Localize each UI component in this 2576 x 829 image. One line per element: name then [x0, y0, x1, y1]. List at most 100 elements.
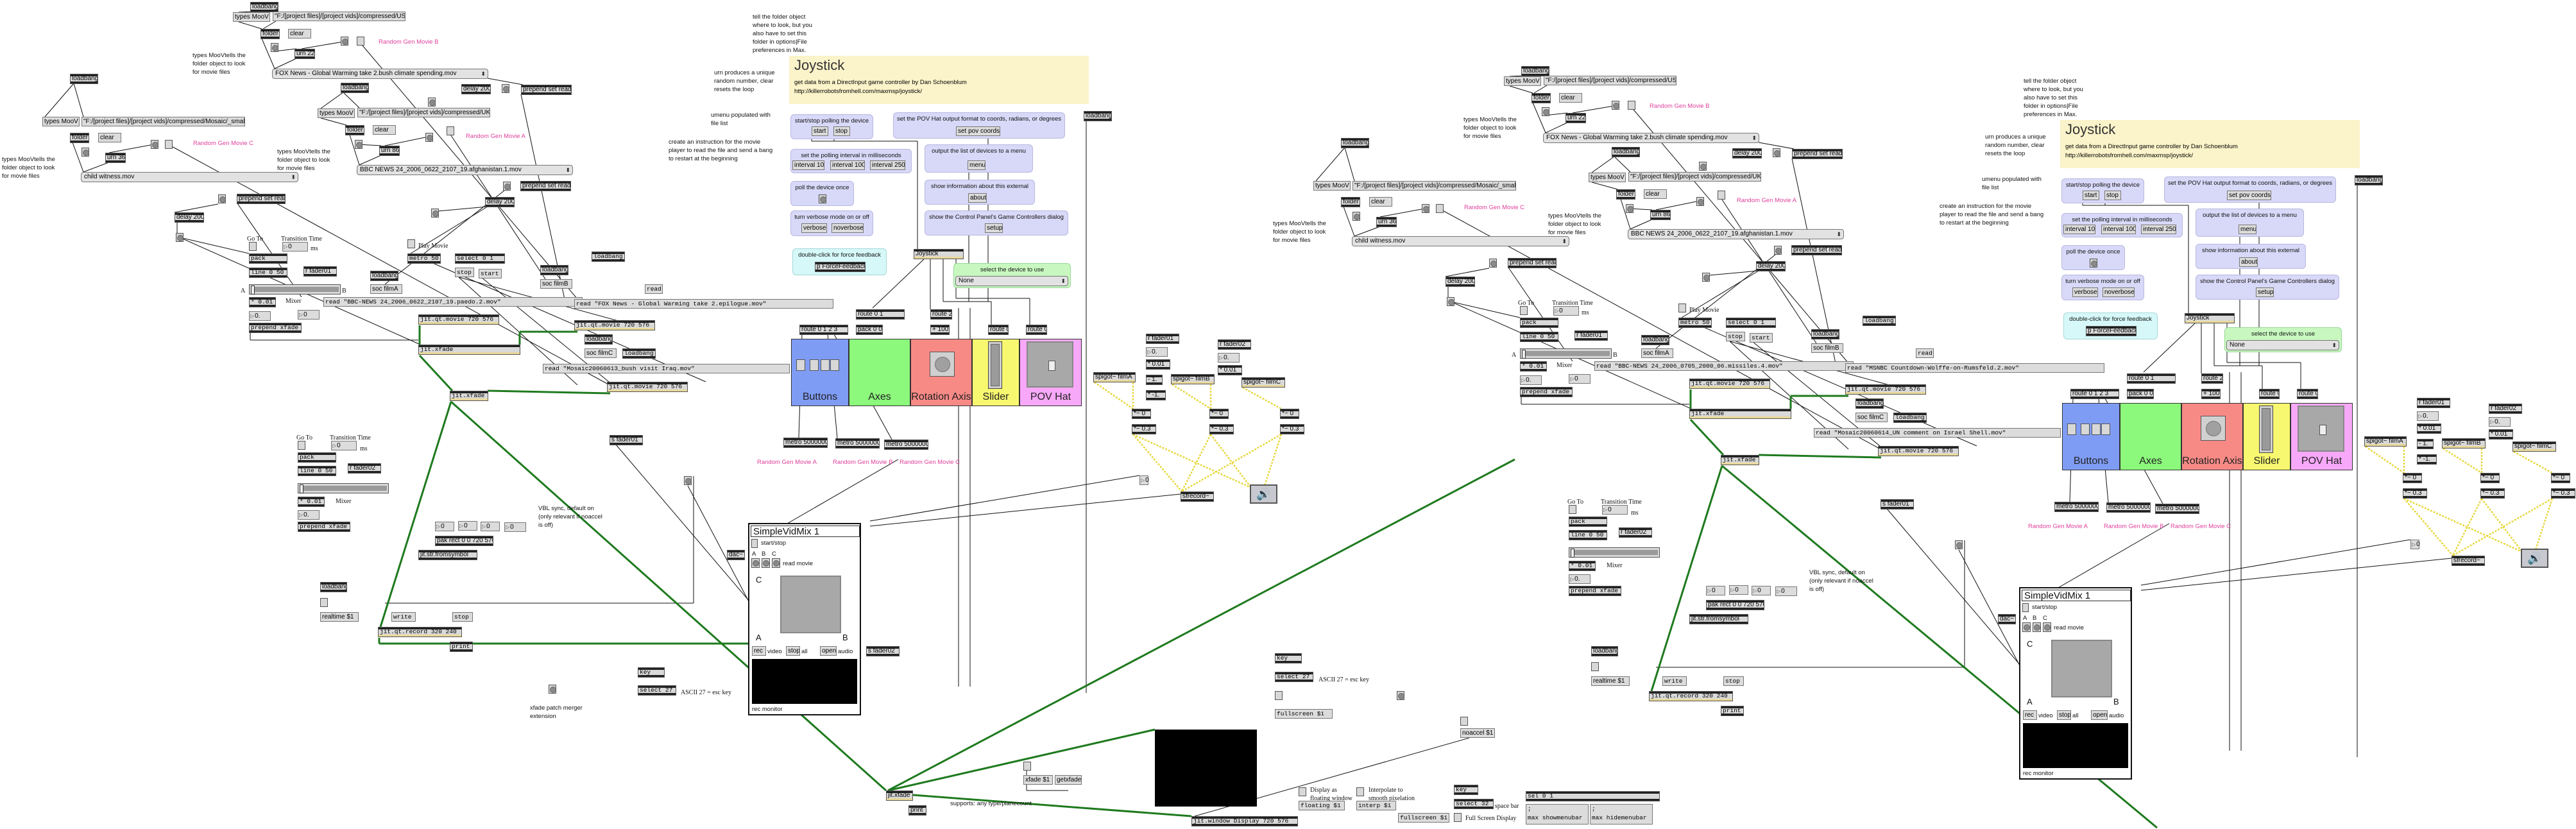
- select-27-object[interactable]: select 27: [638, 685, 676, 696]
- stop-message[interactable]: stop: [455, 268, 474, 277]
- patch-cord[interactable]: [2140, 539, 2411, 586]
- pov-hat-knob[interactable]: [1048, 361, 1055, 371]
- signal-multiply-object[interactable]: *~ 0.3: [2551, 488, 2575, 499]
- types-moov-message[interactable]: types MooV: [1504, 76, 1541, 86]
- folder-object[interactable]: folder: [1531, 93, 1551, 103]
- jit-str-fromsymbol-object[interactable]: jit.str.fromsymbol: [418, 550, 477, 560]
- loadbang-object[interactable]: loadbang: [1855, 398, 1884, 409]
- folder-object[interactable]: folder: [70, 133, 89, 143]
- stop-polling-button[interactable]: stop: [833, 126, 850, 136]
- start-polling-button[interactable]: start: [2083, 191, 2099, 200]
- prepend-xfade-object[interactable]: prepend xfade: [1520, 387, 1573, 397]
- multiply-object[interactable]: * 0.01: [2489, 429, 2513, 440]
- patch-cord[interactable]: [73, 83, 84, 117]
- interp-message[interactable]: interp $1: [1356, 801, 1396, 810]
- start-message[interactable]: start: [479, 269, 502, 278]
- jit-xfade-object[interactable]: jit.xfade: [1721, 455, 1759, 465]
- slider-knob[interactable]: [251, 286, 255, 295]
- types-moov-message[interactable]: types MooV: [1313, 181, 1351, 191]
- bang-button[interactable]: [503, 182, 511, 191]
- joystick-button-toggle[interactable]: [2101, 423, 2110, 435]
- delay-object[interactable]: delay 200: [461, 84, 491, 94]
- toggle[interactable]: [1454, 813, 1462, 822]
- jit-window-object[interactable]: jit.window Display 720 576: [1191, 816, 1298, 826]
- interval-250-button[interactable]: interval 250: [2141, 225, 2176, 234]
- patch-cord[interactable]: [1533, 85, 1548, 94]
- jit-qt-movie-c-object[interactable]: jit.qt.movie 720 576: [1878, 446, 1959, 456]
- prepend-xfade-object[interactable]: prepend xfade: [1569, 586, 1621, 596]
- slider-knob[interactable]: [1522, 350, 1526, 359]
- patch-cord[interactable]: [1591, 156, 1615, 173]
- types-moov-message[interactable]: types MooV: [318, 108, 355, 118]
- print-object[interactable]: print: [450, 642, 473, 652]
- toggle[interactable]: [165, 140, 173, 149]
- receive-fader01-object[interactable]: r fader01: [2417, 398, 2450, 408]
- signal-multiply-object[interactable]: *~ 0.3: [1209, 424, 1234, 434]
- noverbose-button[interactable]: noverbose: [2103, 287, 2135, 297]
- video-patch-cord[interactable]: [887, 792, 1192, 817]
- patch-cord[interactable]: [2140, 558, 2452, 591]
- number-box[interactable]: ▷0: [1752, 586, 1771, 595]
- clear-message[interactable]: clear: [1644, 189, 1667, 199]
- signal-multiply-object[interactable]: *~ 0: [1209, 409, 1229, 419]
- read-message[interactable]: read: [645, 284, 663, 294]
- joystick-button-toggle[interactable]: [810, 359, 819, 371]
- clear-message[interactable]: clear: [98, 133, 121, 142]
- toggle[interactable]: [320, 598, 328, 607]
- multiply-object[interactable]: * 0.01: [1569, 561, 1596, 571]
- patch-cord[interactable]: [869, 493, 1181, 527]
- number-box[interactable]: ▷0: [2410, 540, 2420, 549]
- signal-multiply-object[interactable]: *~ 0.3: [2403, 488, 2427, 499]
- interval-10-button[interactable]: interval 10: [792, 160, 824, 170]
- select-27-object[interactable]: select 27: [1275, 672, 1313, 682]
- folder-object[interactable]: folder: [1616, 189, 1635, 200]
- spigot-a-object[interactable]: spigot~ filmA: [2364, 436, 2407, 447]
- jit-qt-record-object[interactable]: jit.qt.record 320 240: [1649, 691, 1733, 701]
- number-box[interactable]: ▷0: [504, 522, 526, 532]
- setup-button[interactable]: setup: [2256, 287, 2274, 297]
- movie-menu-c[interactable]: child witness.mov⬍: [1352, 236, 1569, 246]
- metro-object[interactable]: metro 5000000: [783, 438, 828, 448]
- route-object[interactable]: route 0: [988, 325, 1009, 335]
- number-box[interactable]: ▷0.: [1218, 353, 1240, 363]
- realtime-message[interactable]: realtime $1: [320, 612, 359, 622]
- receive-fader01-object[interactable]: r fader01: [303, 266, 337, 277]
- joystick-object[interactable]: Joystick: [2185, 313, 2235, 323]
- video-patch-cord[interactable]: [887, 728, 1156, 792]
- jit-qt-movie-b-object[interactable]: jit.qt.movie 720 576: [574, 320, 655, 330]
- jit-xfade-object[interactable]: jit.xfade: [418, 345, 520, 355]
- prepend-set-read-object[interactable]: prepend set read: [237, 194, 286, 204]
- bang-button[interactable]: [684, 476, 692, 485]
- soc-film-b-message[interactable]: soc filmB: [540, 279, 572, 289]
- movie-menu-c[interactable]: child witness.mov⬍: [81, 172, 298, 182]
- sel-object[interactable]: sel 0 1: [1526, 791, 1660, 801]
- bang-button[interactable]: [176, 233, 183, 242]
- toggle[interactable]: [1591, 662, 1599, 671]
- route-object[interactable]: route 0 1: [856, 309, 905, 320]
- audio-patch-cord[interactable]: [2452, 497, 2553, 557]
- receive-fader01-object[interactable]: r fader01: [1574, 330, 1608, 341]
- stop-polling-button[interactable]: stop: [2104, 191, 2121, 200]
- folder-path-us-message[interactable]: "F:/[project files]/[project vids]/compr…: [273, 12, 405, 21]
- folder-path-uk-message[interactable]: "F:/[project files]/[project vids]/compr…: [357, 108, 490, 117]
- toggle[interactable]: [407, 239, 415, 248]
- force-feedback-subpatch[interactable]: p ForceFeedback: [815, 262, 866, 272]
- joystick-button-toggle[interactable]: [796, 359, 805, 371]
- about-button[interactable]: about: [968, 193, 987, 203]
- spigot-a-object[interactable]: spigot~ filmA: [1093, 372, 1136, 382]
- loadbang-object[interactable]: loadbang: [1811, 329, 1839, 339]
- number-box[interactable]: ▷0.: [2417, 411, 2439, 421]
- loadbang-object[interactable]: loadbang: [540, 265, 568, 275]
- read-movie-b-message[interactable]: read "FOX News - Global Warming take 2.e…: [574, 299, 833, 309]
- route-object[interactable]: route 0: [2297, 389, 2318, 399]
- receive-fader01-object[interactable]: r fader01: [1146, 334, 1179, 344]
- multiply-object[interactable]: * -1.: [1146, 390, 1166, 400]
- showmenubar-message[interactable]: ; max showmenubar: [1526, 804, 1589, 825]
- video-patch-cord[interactable]: [418, 354, 454, 392]
- soc-film-c-message[interactable]: soc filmC: [1855, 413, 1888, 422]
- spigot-c-object[interactable]: spigot~ filmC: [1241, 377, 1285, 388]
- speaker-icon[interactable]: 🔊: [1250, 484, 1277, 504]
- patch-cord[interactable]: [72, 142, 84, 173]
